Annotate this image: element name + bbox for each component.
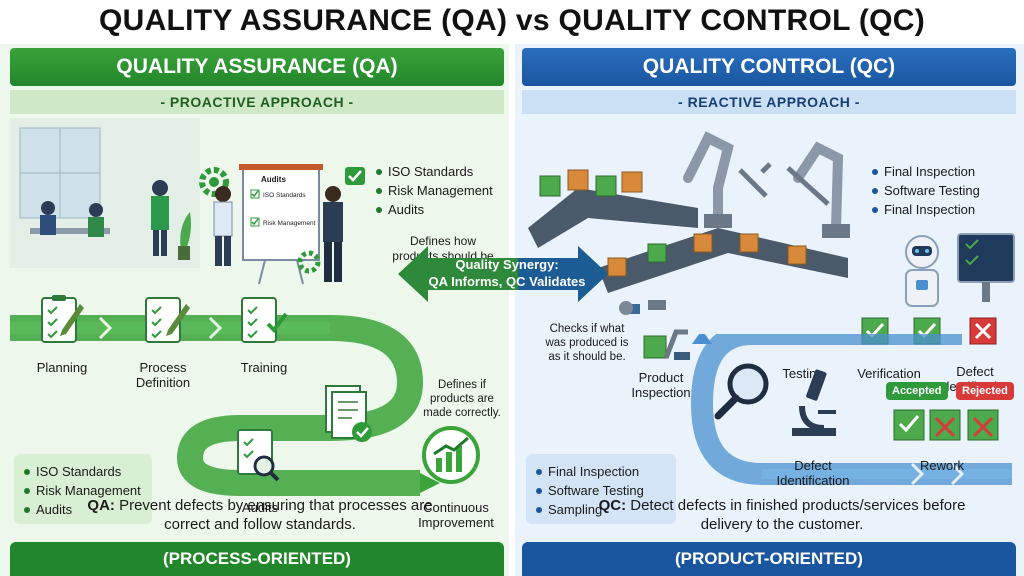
qc-panel: QUALITY CONTROL (QC) - REACTIVE APPROACH… bbox=[512, 44, 1024, 576]
qa-summary: QA: Prevent defects by ensuring that pro… bbox=[70, 496, 450, 534]
qc-summary-text: Detect defects in finished products/serv… bbox=[630, 497, 966, 533]
qa-approach-label: - PROACTIVE APPROACH - bbox=[10, 90, 504, 114]
step-audits: Audits bbox=[241, 500, 279, 515]
qa-summary-label: QA: bbox=[87, 497, 115, 514]
board-title: Audits bbox=[261, 175, 286, 184]
board-item-1: ISO Standards bbox=[263, 192, 306, 199]
microscope-icon bbox=[792, 369, 836, 436]
list-item: Final Inspection bbox=[536, 462, 666, 481]
planning-icon bbox=[41, 295, 84, 343]
step-verification: Verification bbox=[857, 366, 921, 381]
qa-panel: QUALITY ASSURANCE (QA) - PROACTIVE APPRO… bbox=[0, 44, 512, 576]
list-item: ISO Standards bbox=[24, 462, 142, 481]
qc-bottom-bullet-box: Final Inspection Software Testing Sampli… bbox=[526, 454, 676, 524]
step-rework: Rework bbox=[919, 458, 965, 473]
list-item: Risk Management bbox=[376, 181, 493, 200]
conveyor-illustration bbox=[528, 131, 850, 315]
step-defect-identification-2: Defect Identification bbox=[776, 458, 850, 488]
qc-top-bullet-list: Final Inspection Software Testing Final … bbox=[872, 162, 980, 219]
list-item: Software Testing bbox=[872, 181, 980, 200]
qa-summary-text: Prevent defects by ensuring that process… bbox=[119, 497, 433, 533]
rework-boxes bbox=[893, 409, 999, 441]
board-item-2: Risk Management bbox=[263, 220, 316, 227]
qa-bottom-bullet-list: ISO Standards Risk Management Audits bbox=[24, 462, 142, 519]
audit-document-icon bbox=[237, 429, 280, 482]
synergy-arrow bbox=[398, 246, 608, 302]
accepted-badge: Accepted bbox=[886, 382, 948, 400]
audit-board-illustration: Audits ISO Standards Risk Management bbox=[213, 164, 343, 285]
rejected-badge: Rejected bbox=[956, 382, 1014, 400]
synergy-line-2: QA Informs, QC Validates bbox=[428, 274, 586, 289]
step-planning: Planning bbox=[36, 360, 88, 375]
qa-footer: (PROCESS-ORIENTED) bbox=[10, 542, 504, 576]
qc-banner: QUALITY CONTROL (QC) bbox=[522, 48, 1016, 86]
synergy-line-1: Quality Synergy: bbox=[455, 257, 559, 272]
list-item: Software Testing bbox=[536, 481, 666, 500]
step-continuous-improvement: Continuous Improvement bbox=[418, 500, 494, 530]
qc-bottom-bullet-list: Final Inspection Software Testing Sampli… bbox=[536, 462, 666, 519]
list-item: Audits bbox=[24, 500, 142, 519]
qc-footer: (PRODUCT-ORIENTED) bbox=[522, 542, 1016, 576]
qc-approach-label: - REACTIVE APPROACH - bbox=[522, 90, 1016, 114]
process-definition-icon bbox=[145, 297, 190, 343]
qa-note-if: Defines if products are made correctly. bbox=[423, 379, 501, 419]
list-item: ISO Standards bbox=[376, 162, 493, 181]
training-icon bbox=[241, 297, 288, 343]
list-item: Final Inspection bbox=[872, 200, 980, 219]
list-item: Risk Management bbox=[24, 481, 142, 500]
robot-illustration bbox=[905, 233, 1015, 307]
step-training: Training bbox=[240, 360, 288, 375]
step-process-definition: Process Definition bbox=[135, 360, 191, 390]
panel-divider bbox=[509, 44, 515, 576]
qc-note-checks: Checks if what was produced is as it sho… bbox=[545, 323, 629, 363]
office-illustration bbox=[10, 118, 200, 268]
qc-summary-label: QC: bbox=[598, 497, 627, 514]
list-item: Sampling bbox=[536, 500, 666, 519]
list-item: Audits bbox=[376, 200, 493, 219]
qa-bottom-bullet-box: ISO Standards Risk Management Audits bbox=[14, 454, 152, 524]
qc-process-flow bbox=[690, 334, 1012, 486]
qa-top-bullet-list: ISO Standards Risk Management Audits bbox=[376, 162, 493, 219]
magnifier-icon bbox=[714, 363, 769, 420]
synergy-label: Quality Synergy: QA Informs, QC Validate… bbox=[412, 256, 602, 290]
checkmark-icon bbox=[345, 167, 365, 185]
page-title: QUALITY ASSURANCE (QA) vs QUALITY CONTRO… bbox=[98, 4, 926, 37]
product-inspection-icon bbox=[643, 329, 690, 360]
document-check-icon bbox=[325, 385, 372, 442]
gear-icon bbox=[199, 167, 229, 197]
list-item: Final Inspection bbox=[872, 162, 980, 181]
qa-banner: QUALITY ASSURANCE (QA) bbox=[10, 48, 504, 86]
growth-chart-icon bbox=[422, 426, 480, 484]
step-product-inspection: Product Inspection bbox=[631, 370, 691, 400]
qc-summary: QC: Detect defects in finished products/… bbox=[592, 496, 972, 534]
